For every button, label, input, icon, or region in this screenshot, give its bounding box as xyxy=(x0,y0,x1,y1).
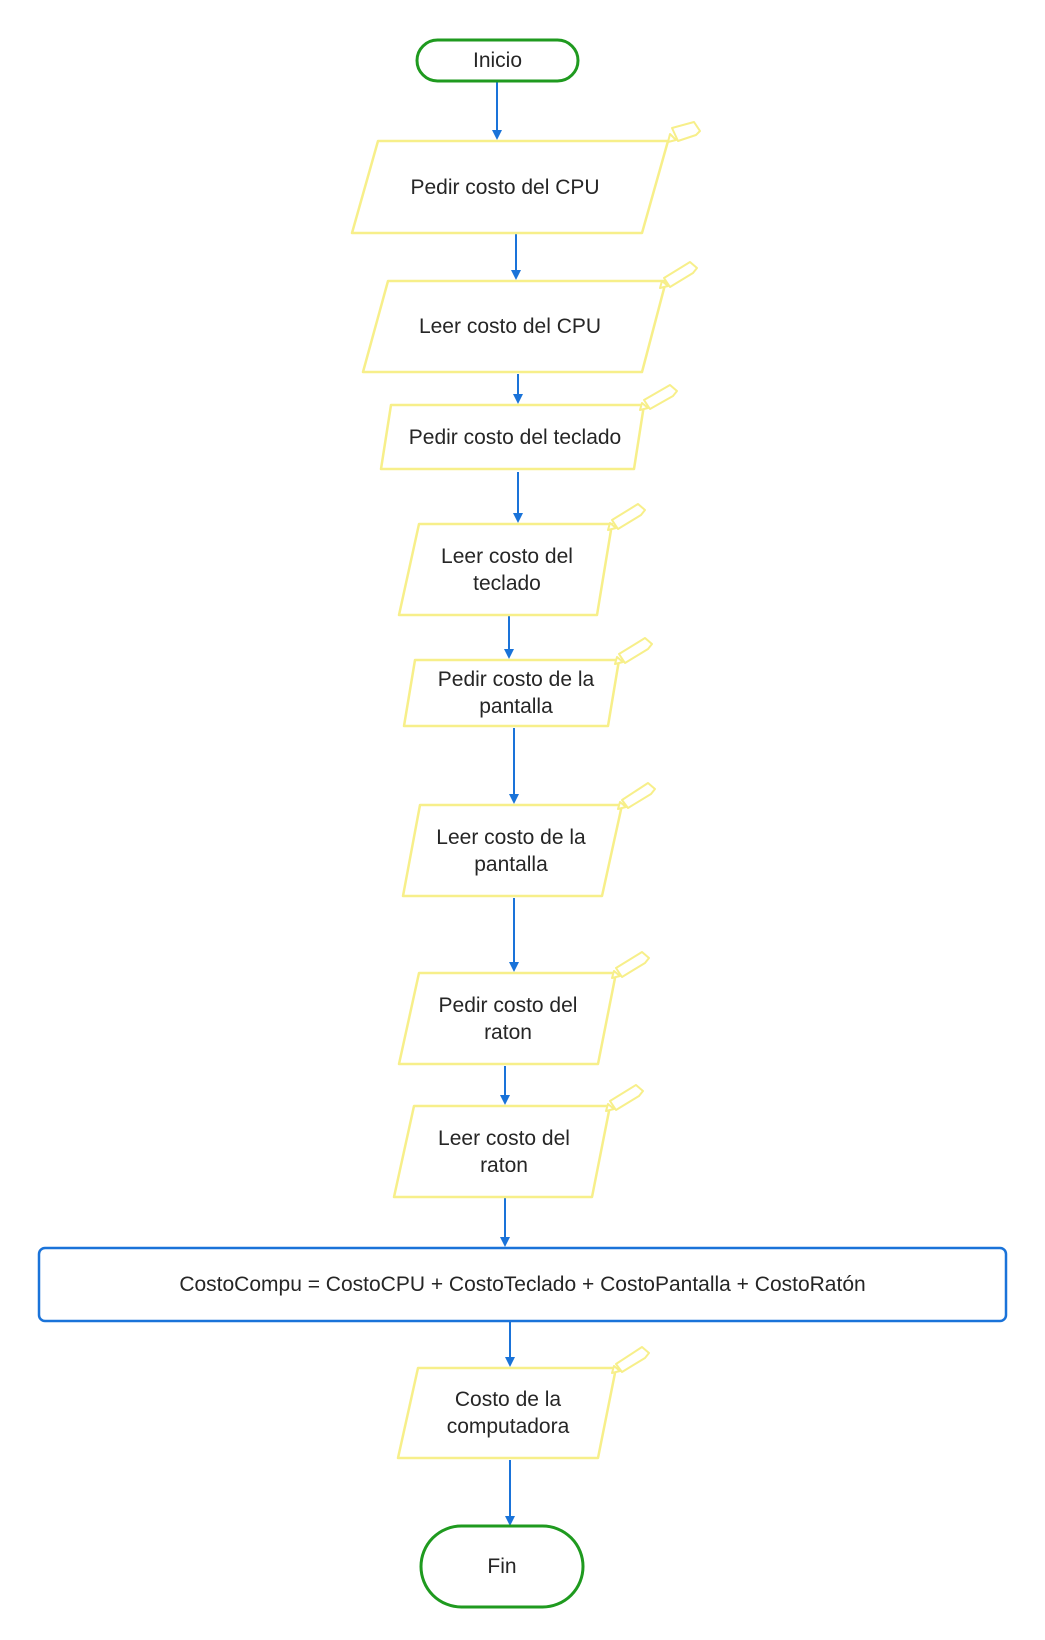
start-terminal[interactable] xyxy=(415,38,580,83)
pencil-icon[interactable] xyxy=(611,1346,650,1374)
pencil-icon[interactable] xyxy=(667,121,701,143)
io-shape-salida[interactable] xyxy=(396,1366,618,1460)
io-shape-pedir-teclado[interactable] xyxy=(379,403,646,471)
pencil-icon[interactable] xyxy=(614,637,653,665)
pencil-icon[interactable] xyxy=(659,261,698,289)
io-shape-pedir-cpu[interactable] xyxy=(350,139,670,235)
comment-markers xyxy=(605,121,701,1374)
io-shape-pedir-pantalla[interactable] xyxy=(402,658,621,728)
io-shape-leer-raton[interactable] xyxy=(392,1104,612,1199)
pencil-icon[interactable] xyxy=(617,782,656,810)
io-shape-leer-pantalla[interactable] xyxy=(401,803,624,898)
pencil-icon[interactable] xyxy=(605,1084,644,1112)
connectors xyxy=(492,82,523,1526)
io-shape-leer-cpu[interactable] xyxy=(361,279,668,374)
pencil-icon[interactable] xyxy=(611,951,650,979)
process-box[interactable] xyxy=(37,1246,1008,1323)
pencil-icon[interactable] xyxy=(607,503,646,531)
io-shape-pedir-raton[interactable] xyxy=(397,971,618,1066)
pencil-icon[interactable] xyxy=(639,384,678,411)
io-shapes xyxy=(350,139,670,1460)
io-shape-leer-teclado[interactable] xyxy=(397,522,614,617)
end-terminal[interactable] xyxy=(419,1524,585,1609)
